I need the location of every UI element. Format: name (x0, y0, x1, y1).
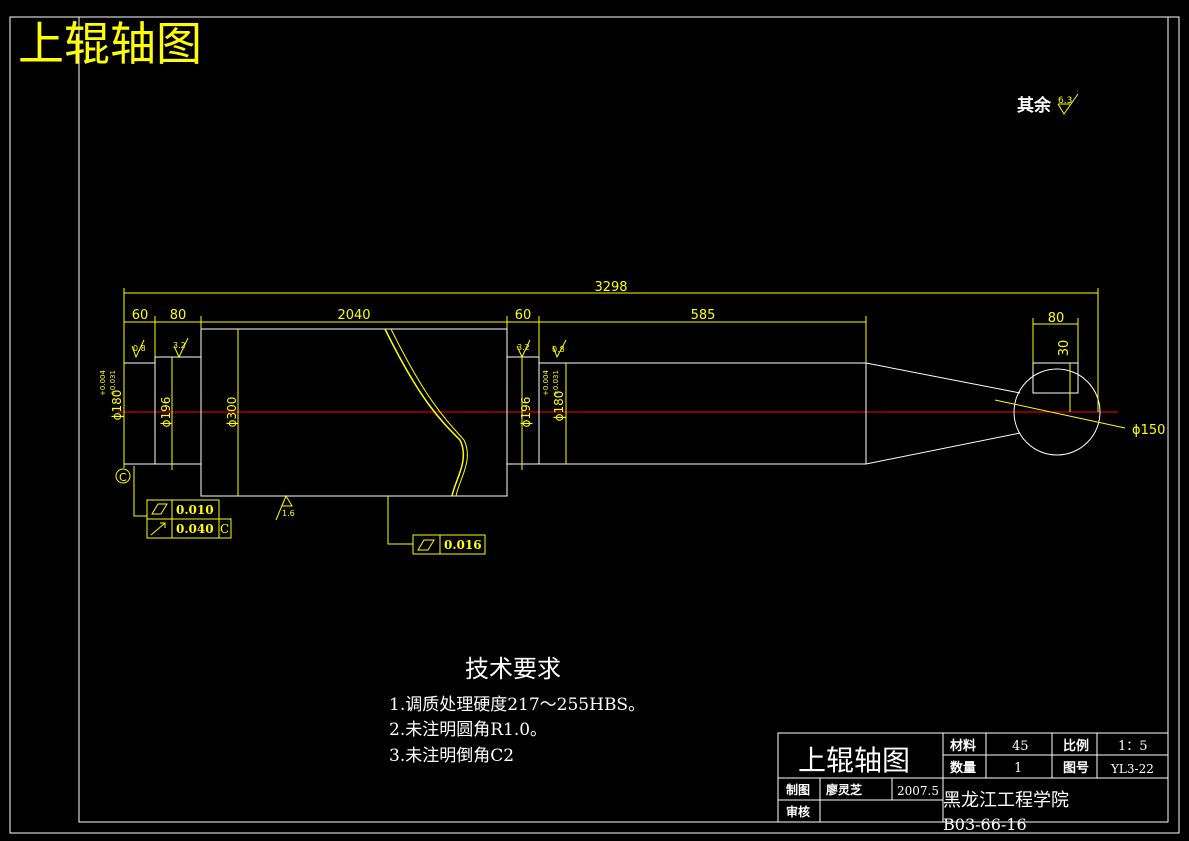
dim-len-c: 60 (515, 308, 532, 323)
break-line (384, 328, 465, 497)
svg-text:C: C (119, 471, 127, 484)
svg-text:6.3: 6.3 (1058, 96, 1072, 106)
dim-len-body: 2040 (337, 308, 370, 323)
svg-text:0.016: 0.016 (444, 538, 482, 552)
svg-text:0.010: 0.010 (176, 503, 214, 517)
svg-text:3.2: 3.2 (517, 343, 530, 352)
dim-dia-collar-left: ϕ196 (159, 397, 173, 428)
drawn-label: 制图 (786, 782, 810, 797)
tol-right-lower: +0.031 (552, 370, 560, 396)
dim-len-b: 80 (170, 308, 187, 323)
tolerance-frame-body: 0.016 (387, 496, 486, 555)
dim-len-d: 585 (691, 308, 716, 323)
tol-left-upper: +0.004 (99, 370, 107, 396)
dim-dia-body: ϕ300 (225, 397, 239, 428)
scale-value: 1：5 (1118, 739, 1148, 754)
tech-requirements: 技术要求 1.调质处理硬度217～255HBS。 2.未注明圆角R1.0。 3.… (389, 655, 645, 766)
tolerance-frame-left: 0.010 0.040 C (133, 466, 232, 539)
material-value: 45 (1012, 739, 1029, 754)
dim-dia-collar-right: ϕ196 (519, 397, 533, 428)
qty-value: 1 (1014, 761, 1022, 776)
drawing-no-label: 图号 (1063, 761, 1089, 776)
roughness-symbols: 0.8 3.2 3.2 0.8 1.6 (131, 337, 567, 521)
dim-flat-w: 80 (1048, 311, 1065, 326)
svg-text:3.2: 3.2 (173, 341, 186, 350)
title-block (777, 732, 1169, 823)
svg-text:C: C (220, 522, 229, 536)
roughness-rest-note: 其余 6.3 (1017, 93, 1079, 116)
dim-total-length: 3298 (594, 280, 627, 295)
tech-heading: 技术要求 (465, 655, 561, 683)
tol-right-upper: +0.004 (542, 370, 550, 396)
svg-text:0.040: 0.040 (176, 522, 214, 536)
tech-item-1: 1.调质处理硬度217～255HBS。 (389, 695, 645, 715)
drawn-date: 2007.5 (897, 784, 939, 798)
dim-len-a: 60 (132, 308, 149, 323)
tech-item-2: 2.未注明圆角R1.0。 (389, 720, 547, 740)
shaft-outline (123, 328, 1101, 497)
drawing-code: B03-66-16 (943, 815, 1027, 834)
dimension-lines (123, 288, 1126, 496)
svg-text:1.6: 1.6 (282, 509, 295, 518)
svg-text:其余: 其余 (1017, 95, 1052, 116)
dim-dia-end: ϕ150 (1132, 423, 1165, 438)
drawn-by: 廖灵芝 (826, 782, 862, 797)
dim-dia-journal-left: ϕ180 (110, 390, 124, 421)
tol-left-lower: +0.031 (109, 370, 117, 396)
material-label: 材料 (950, 738, 976, 754)
tech-item-3: 3.未注明倒角C2 (389, 746, 514, 766)
scale-label: 比例 (1063, 738, 1089, 754)
dim-dia-journal-right: ϕ180 (552, 391, 566, 422)
svg-text:0.8: 0.8 (552, 345, 565, 354)
datum-marker: C (115, 464, 131, 484)
inner-frame (78, 16, 1169, 823)
dim-flat-h: 30 (1057, 340, 1072, 357)
svg-text:0.8: 0.8 (133, 344, 146, 353)
school-name: 黑龙江工程学院 (943, 790, 1069, 811)
drawing-title: 上辊轴图 (18, 17, 202, 71)
checked-label: 审核 (786, 804, 810, 819)
drawing-no-value: YL3-22 (1110, 762, 1154, 776)
qty-label: 数量 (950, 760, 976, 776)
title-block-name: 上辊轴图 (798, 744, 910, 777)
